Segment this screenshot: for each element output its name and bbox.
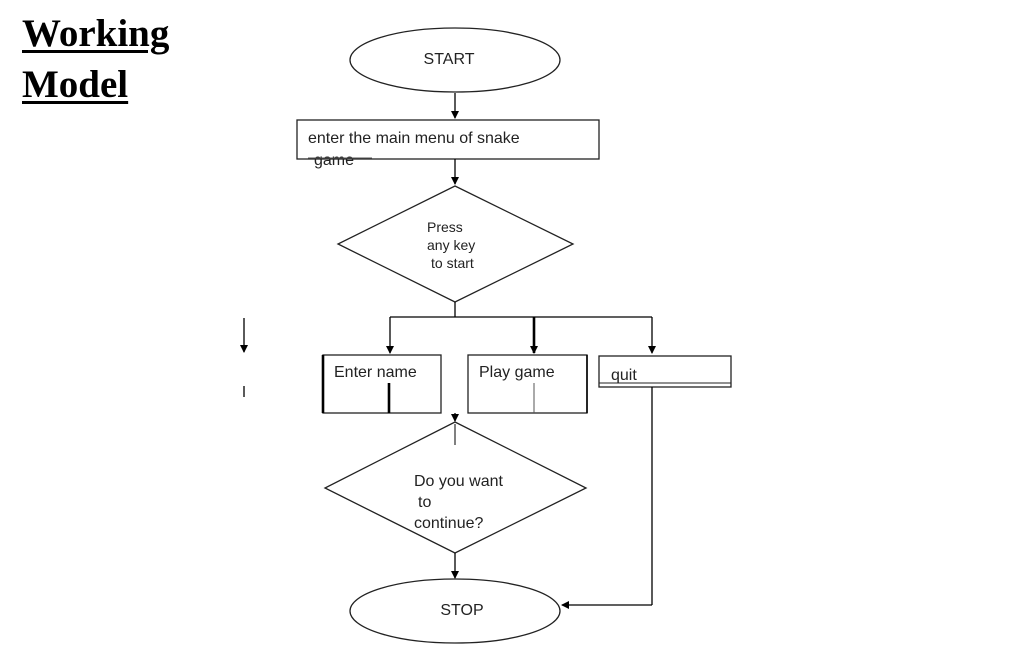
page-title-line-2: Model	[22, 63, 129, 106]
quit-to-stop-connector	[561, 387, 653, 609]
continue-label-line-3: continue?	[414, 515, 483, 532]
main-menu-label-line-1: enter the main menu of snake	[308, 130, 520, 147]
press-key-decision: Press any key to start	[336, 185, 575, 303]
page-title-line-1: Working	[22, 12, 170, 55]
stop-terminal: STOP	[349, 578, 561, 644]
branch-connectors	[386, 302, 656, 354]
stop-label: STOP	[440, 602, 483, 619]
enter-name-label: Enter name	[334, 364, 417, 381]
play-game-process: Play game	[467, 354, 588, 414]
start-label: START	[424, 51, 475, 68]
start-terminal: START	[349, 27, 561, 93]
main-menu-process: enter the main menu of snake game	[296, 119, 600, 169]
quit-label: quit	[611, 367, 637, 384]
quit-process: quit	[598, 355, 732, 388]
continue-label-line-1: Do you want	[414, 473, 503, 490]
play-game-label: Play game	[479, 364, 555, 381]
press-key-label-line-2: any key	[427, 237, 475, 253]
main-menu-label-line-2: game	[314, 152, 354, 169]
enter-name-process: Enter name	[321, 354, 442, 414]
continue-label-line-2: to	[418, 494, 431, 511]
continue-decision: Do you want to continue?	[323, 421, 588, 554]
press-key-label-line-1: Press	[427, 219, 463, 235]
press-key-label-line-3: to start	[431, 255, 474, 271]
